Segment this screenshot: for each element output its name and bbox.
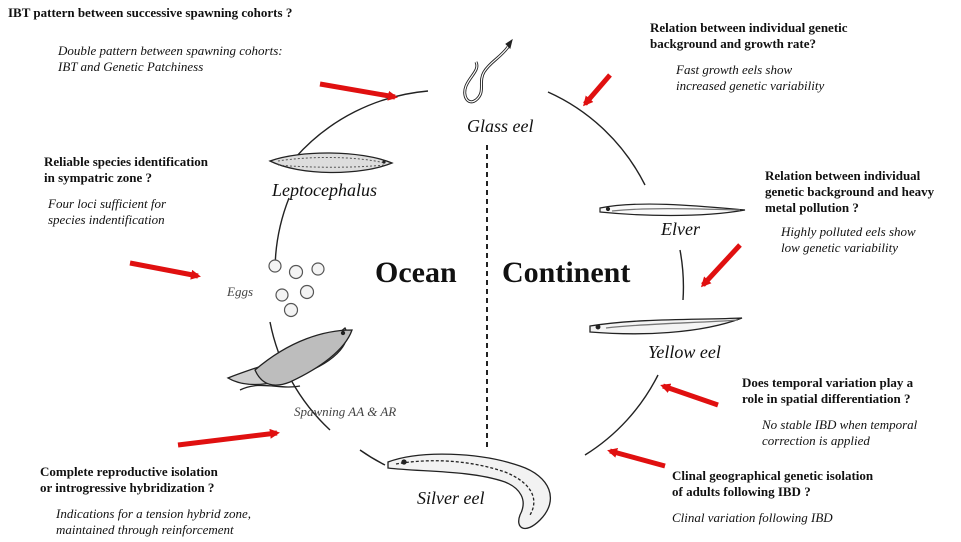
arc-continent-low: [585, 375, 658, 455]
answer-text: Double pattern between spawning cohorts:: [58, 43, 292, 59]
stage-silver-eel: Silver eel: [417, 488, 484, 509]
annotation-temporal-variation: Does temporal variation play a role in s…: [742, 375, 917, 449]
question-text: Relation between individual: [765, 168, 934, 184]
arrow-glass-eel: [320, 84, 395, 97]
stage-elver: Elver: [661, 219, 700, 240]
annotation-growth-rate: Relation between individual genetic back…: [650, 20, 848, 94]
yellow-eel-drawing: [590, 318, 742, 334]
answer-text: increased genetic variability: [676, 78, 848, 94]
elver-drawing: [600, 204, 745, 215]
arc-ocean-top: [295, 91, 428, 158]
question-text: role in spatial differentiation ?: [742, 391, 917, 407]
arrow-pollution: [703, 245, 740, 285]
answer-text: Highly polluted eels show: [781, 224, 934, 240]
arc-continent-mid: [680, 250, 683, 300]
arrow-eggs: [130, 263, 198, 276]
answer-text: Fast growth eels show: [676, 62, 848, 78]
continent-label: Continent: [502, 256, 630, 290]
arc-ocean-bottom: [360, 450, 385, 465]
glass-eel-drawing: [465, 40, 512, 102]
arrow-clinal: [610, 451, 665, 466]
annotation-ibt: IBT pattern between successive spawning …: [8, 5, 292, 75]
question-text: Clinal geographical genetic isolation: [672, 468, 873, 484]
answer-text: Four loci sufficient for: [48, 196, 208, 212]
question-text: in sympatric zone ?: [44, 170, 208, 186]
eggs-drawing: [269, 260, 324, 317]
question-text: IBT pattern between successive spawning …: [8, 5, 292, 21]
question-text: background and growth rate?: [650, 36, 848, 52]
question-text: Complete reproductive isolation: [40, 464, 251, 480]
ocean-label: Ocean: [375, 256, 457, 290]
answer-text: No stable IBD when temporal: [762, 417, 917, 433]
answer-text: Clinal variation following IBD: [672, 510, 873, 526]
answer-text: correction is applied: [762, 433, 917, 449]
answer-text: IBT and Genetic Patchiness: [58, 59, 292, 75]
question-text: metal pollution ?: [765, 200, 934, 216]
answer-text: maintained through reinforcement: [56, 522, 251, 538]
spawning-eels-drawing: [228, 328, 352, 390]
annotation-reproductive-isolation: Complete reproductive isolation or intro…: [40, 464, 251, 538]
stage-yellow-eel: Yellow eel: [648, 342, 721, 363]
question-text: of adults following IBD ?: [672, 484, 873, 500]
stage-spawning: Spawning AA & AR: [294, 404, 396, 420]
annotation-species-id: Reliable species identification in sympa…: [44, 154, 208, 228]
stage-leptocephalus: Leptocephalus: [272, 180, 377, 201]
question-text: Reliable species identification: [44, 154, 208, 170]
arrow-growth: [585, 75, 610, 104]
question-text: Relation between individual genetic: [650, 20, 848, 36]
question-text: or introgressive hybridization ?: [40, 480, 251, 496]
stage-glass-eel: Glass eel: [467, 116, 534, 137]
arc-continent-top: [548, 92, 645, 185]
annotation-clinal-isolation: Clinal geographical genetic isolation of…: [672, 468, 873, 526]
arrow-spawning: [178, 433, 277, 445]
annotation-heavy-metal: Relation between individual genetic back…: [765, 168, 934, 256]
answer-text: low genetic variability: [781, 240, 934, 256]
stage-eggs: Eggs: [227, 284, 253, 300]
arrow-temporal: [663, 386, 718, 405]
leptocephalus-drawing: [270, 153, 392, 173]
answer-text: Indications for a tension hybrid zone,: [56, 506, 251, 522]
question-text: genetic background and heavy: [765, 184, 934, 200]
question-text: Does temporal variation play a: [742, 375, 917, 391]
answer-text: species indentification: [48, 212, 208, 228]
